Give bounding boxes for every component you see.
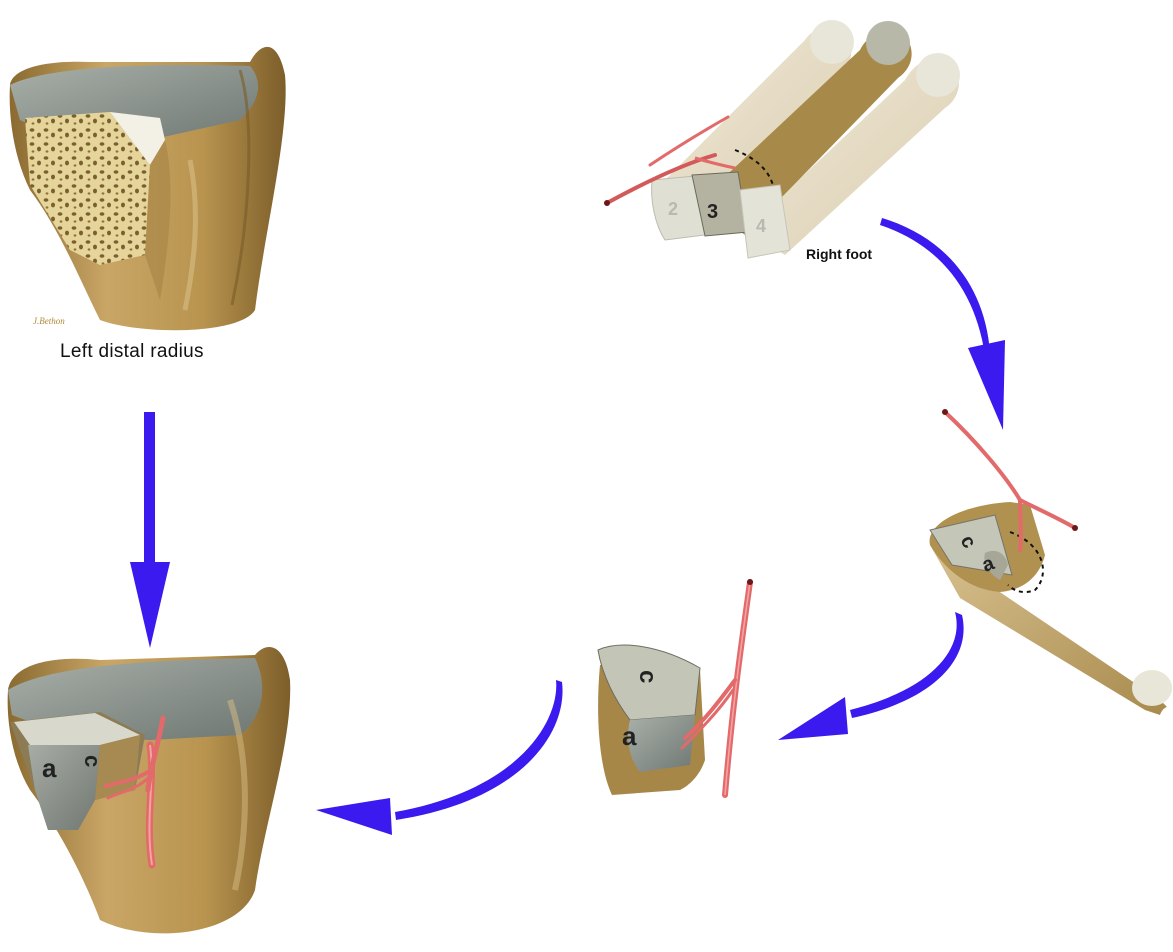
graft-label-a-trimmed: a xyxy=(622,721,637,751)
arrow-foot-to-metatarsal xyxy=(880,218,1005,430)
arrow-metatarsal-to-graft xyxy=(778,612,964,740)
graft-label-c-radius: c xyxy=(80,755,105,767)
metatarsal-label-4: 4 xyxy=(756,216,766,236)
caption-right-foot: Right foot xyxy=(806,246,872,262)
graft-label-a-radius: a xyxy=(42,753,57,783)
radius-with-defect xyxy=(10,47,286,330)
metatarsal-label-2: 2 xyxy=(668,199,678,219)
artist-signature: J.Bethon xyxy=(33,316,65,326)
harvested-metatarsal xyxy=(930,409,1172,715)
graft-label-c-trimmed: c xyxy=(634,670,661,683)
arrow-graft-to-radius xyxy=(316,680,563,835)
metatarsal-label-3: 3 xyxy=(707,201,718,223)
trimmed-graft xyxy=(590,579,753,795)
radius-with-graft xyxy=(8,647,291,933)
caption-left-distal-radius: Left distal radius xyxy=(60,341,204,363)
arrow-down-left xyxy=(130,412,170,648)
right-foot-metatarsals xyxy=(604,20,960,258)
